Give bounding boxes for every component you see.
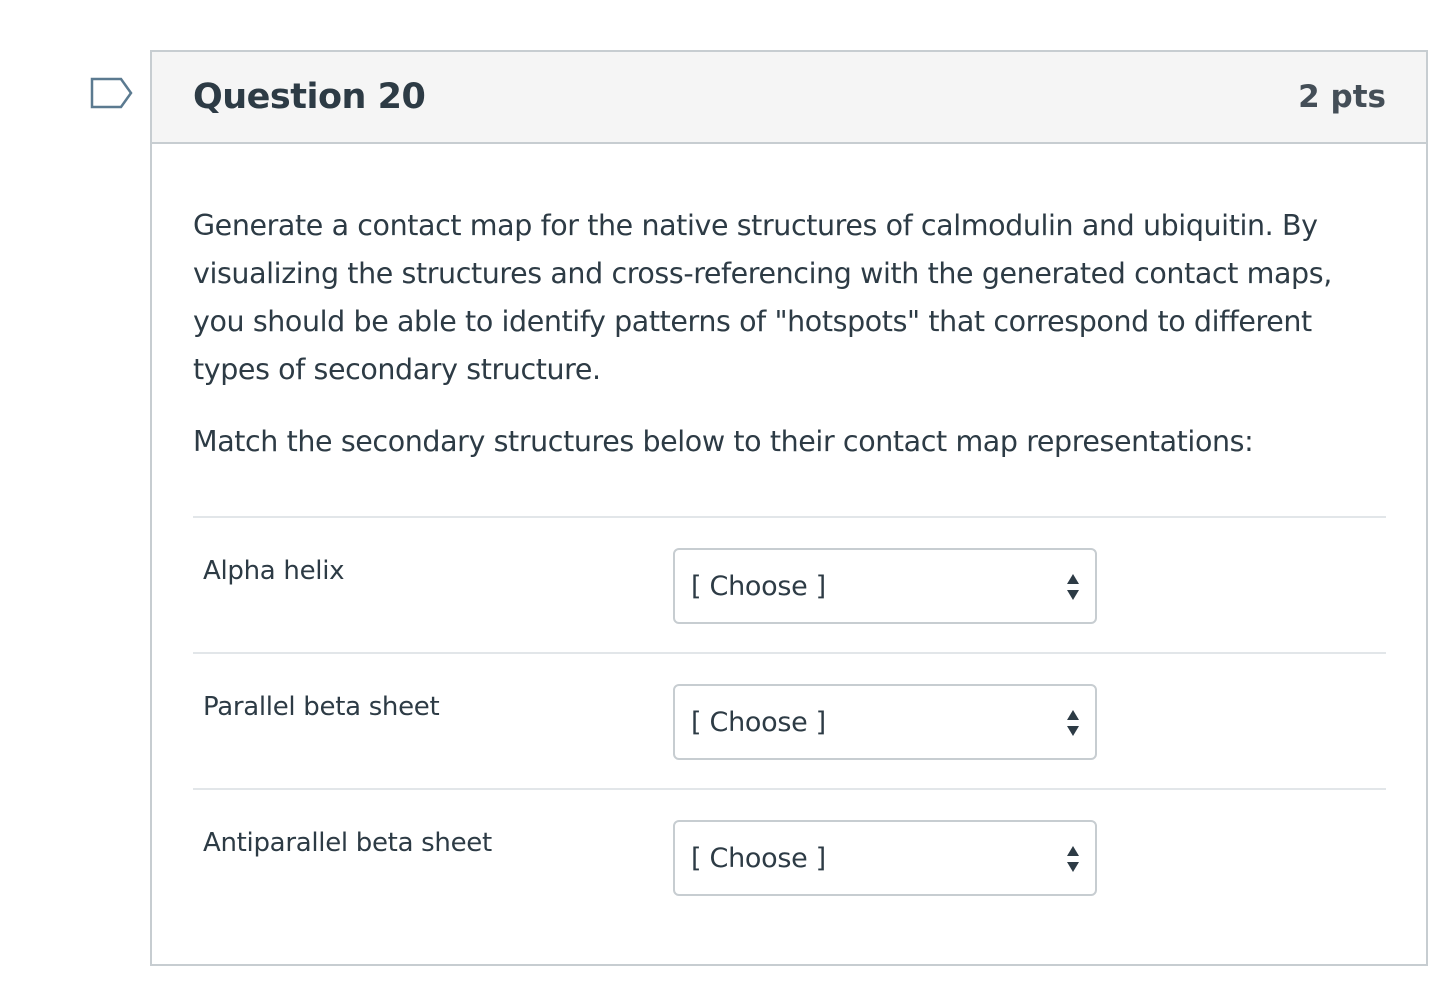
select-arrows-icon	[1067, 846, 1079, 872]
question-card: Question 20 2 pts Generate a contact map…	[150, 50, 1428, 966]
answer-select-parallel-beta-sheet[interactable]: [ Choose ]	[673, 684, 1097, 760]
answer-label-antiparallel-beta-sheet: Antiparallel beta sheet	[203, 828, 492, 858]
flag-question-icon[interactable]	[90, 77, 134, 113]
select-arrows-icon	[1067, 574, 1079, 600]
question-points: 2 pts	[1298, 79, 1386, 115]
select-value: [ Choose ]	[691, 842, 826, 874]
answer-select-antiparallel-beta-sheet[interactable]: [ Choose ]	[673, 820, 1097, 896]
question-text: Generate a contact map for the native st…	[193, 202, 1386, 466]
select-value: [ Choose ]	[691, 706, 826, 738]
answer-row: Alpha helix [ Choose ]	[193, 518, 1386, 654]
answer-label-alpha-helix: Alpha helix	[203, 556, 345, 586]
answer-label-parallel-beta-sheet: Parallel beta sheet	[203, 692, 440, 722]
answer-row: Parallel beta sheet [ Choose ]	[193, 654, 1386, 790]
answer-select-alpha-helix[interactable]: [ Choose ]	[673, 548, 1097, 624]
answer-row: Antiparallel beta sheet [ Choose ]	[193, 790, 1386, 926]
question-instruction: Match the secondary structures below to …	[193, 425, 1254, 458]
select-arrows-icon	[1067, 710, 1079, 736]
question-body: Generate a contact map for the native st…	[152, 144, 1426, 926]
answer-list: Alpha helix [ Choose ] Parallel beta she…	[193, 516, 1386, 926]
question-header: Question 20 2 pts	[152, 52, 1426, 144]
select-value: [ Choose ]	[691, 570, 826, 602]
question-title: Question 20	[193, 77, 426, 117]
question-paragraph: Generate a contact map for the native st…	[193, 209, 1332, 386]
